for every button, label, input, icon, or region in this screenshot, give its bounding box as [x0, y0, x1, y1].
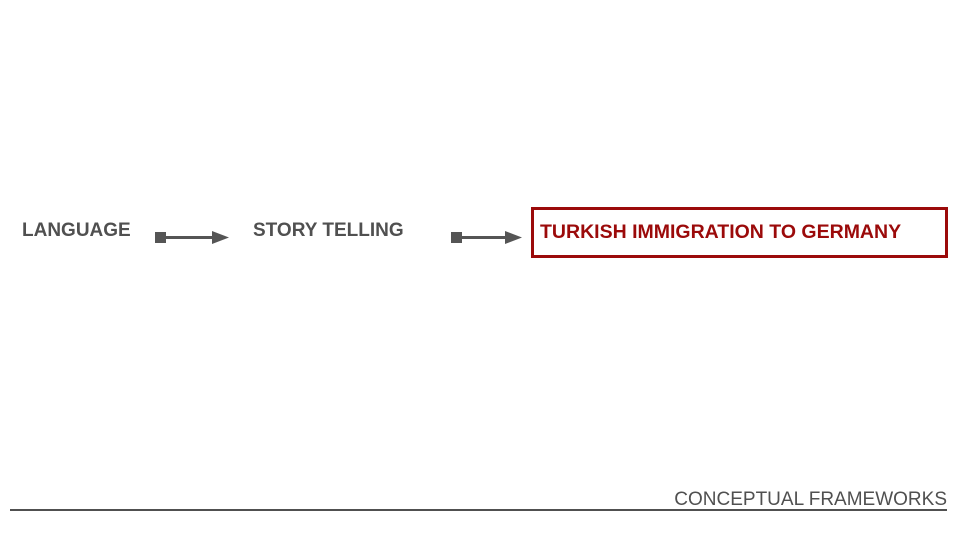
footer-title: CONCEPTUAL FRAMEWORKS [674, 489, 947, 510]
highlighted-step-box: TURKISH IMMIGRATION TO GERMANY [531, 207, 948, 258]
step-turkish-immigration: TURKISH IMMIGRATION TO GERMANY [540, 221, 902, 243]
step-language: LANGUAGE [22, 220, 131, 241]
arrow-1-icon [155, 231, 229, 244]
step-story-telling: STORY TELLING [253, 220, 404, 241]
arrow-2-icon [451, 231, 522, 244]
footer-rule [10, 509, 947, 511]
